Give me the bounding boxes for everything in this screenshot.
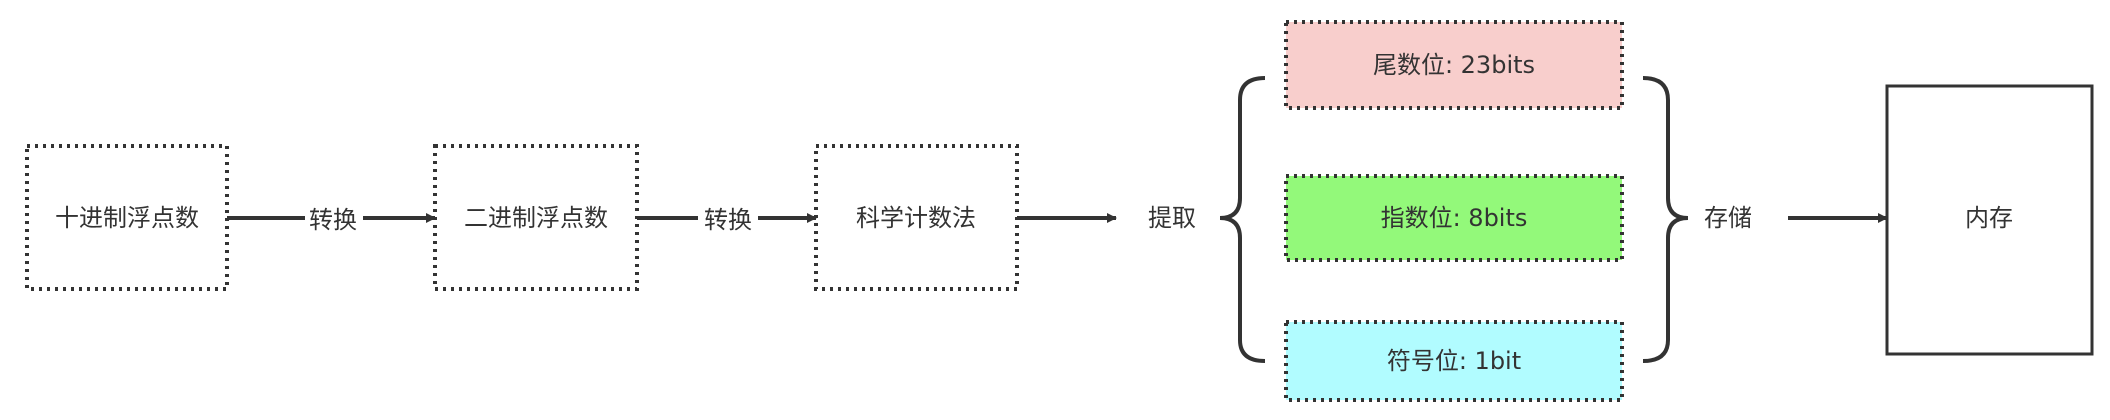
exponent-box[interactable]: [1284, 174, 1624, 262]
right-brace: [1642, 76, 1689, 363]
mantissa-box[interactable]: [1284, 20, 1624, 110]
sign-label: 符号位: 1bit: [1387, 347, 1521, 375]
store-label: 存储: [1704, 204, 1752, 232]
memory-box[interactable]: [1885, 84, 2094, 356]
mantissa-label: 尾数位: 23bits: [1373, 51, 1535, 79]
scientific-notation-label: 科学计数法: [856, 204, 976, 232]
binary-float-box[interactable]: [433, 144, 639, 291]
decimal-float-box[interactable]: [25, 144, 229, 291]
sign-box[interactable]: [1284, 320, 1624, 402]
convert-label-2: 转换: [704, 206, 752, 234]
convert-label-1: 转换: [309, 206, 357, 234]
exponent-label: 指数位: 8bits: [1381, 204, 1528, 232]
memory-label: 内存: [1965, 204, 2013, 232]
binary-float-label: 二进制浮点数: [464, 204, 608, 232]
extract-label: 提取: [1148, 204, 1196, 232]
left-brace: [1219, 76, 1266, 363]
decimal-float-label: 十进制浮点数: [55, 204, 199, 232]
